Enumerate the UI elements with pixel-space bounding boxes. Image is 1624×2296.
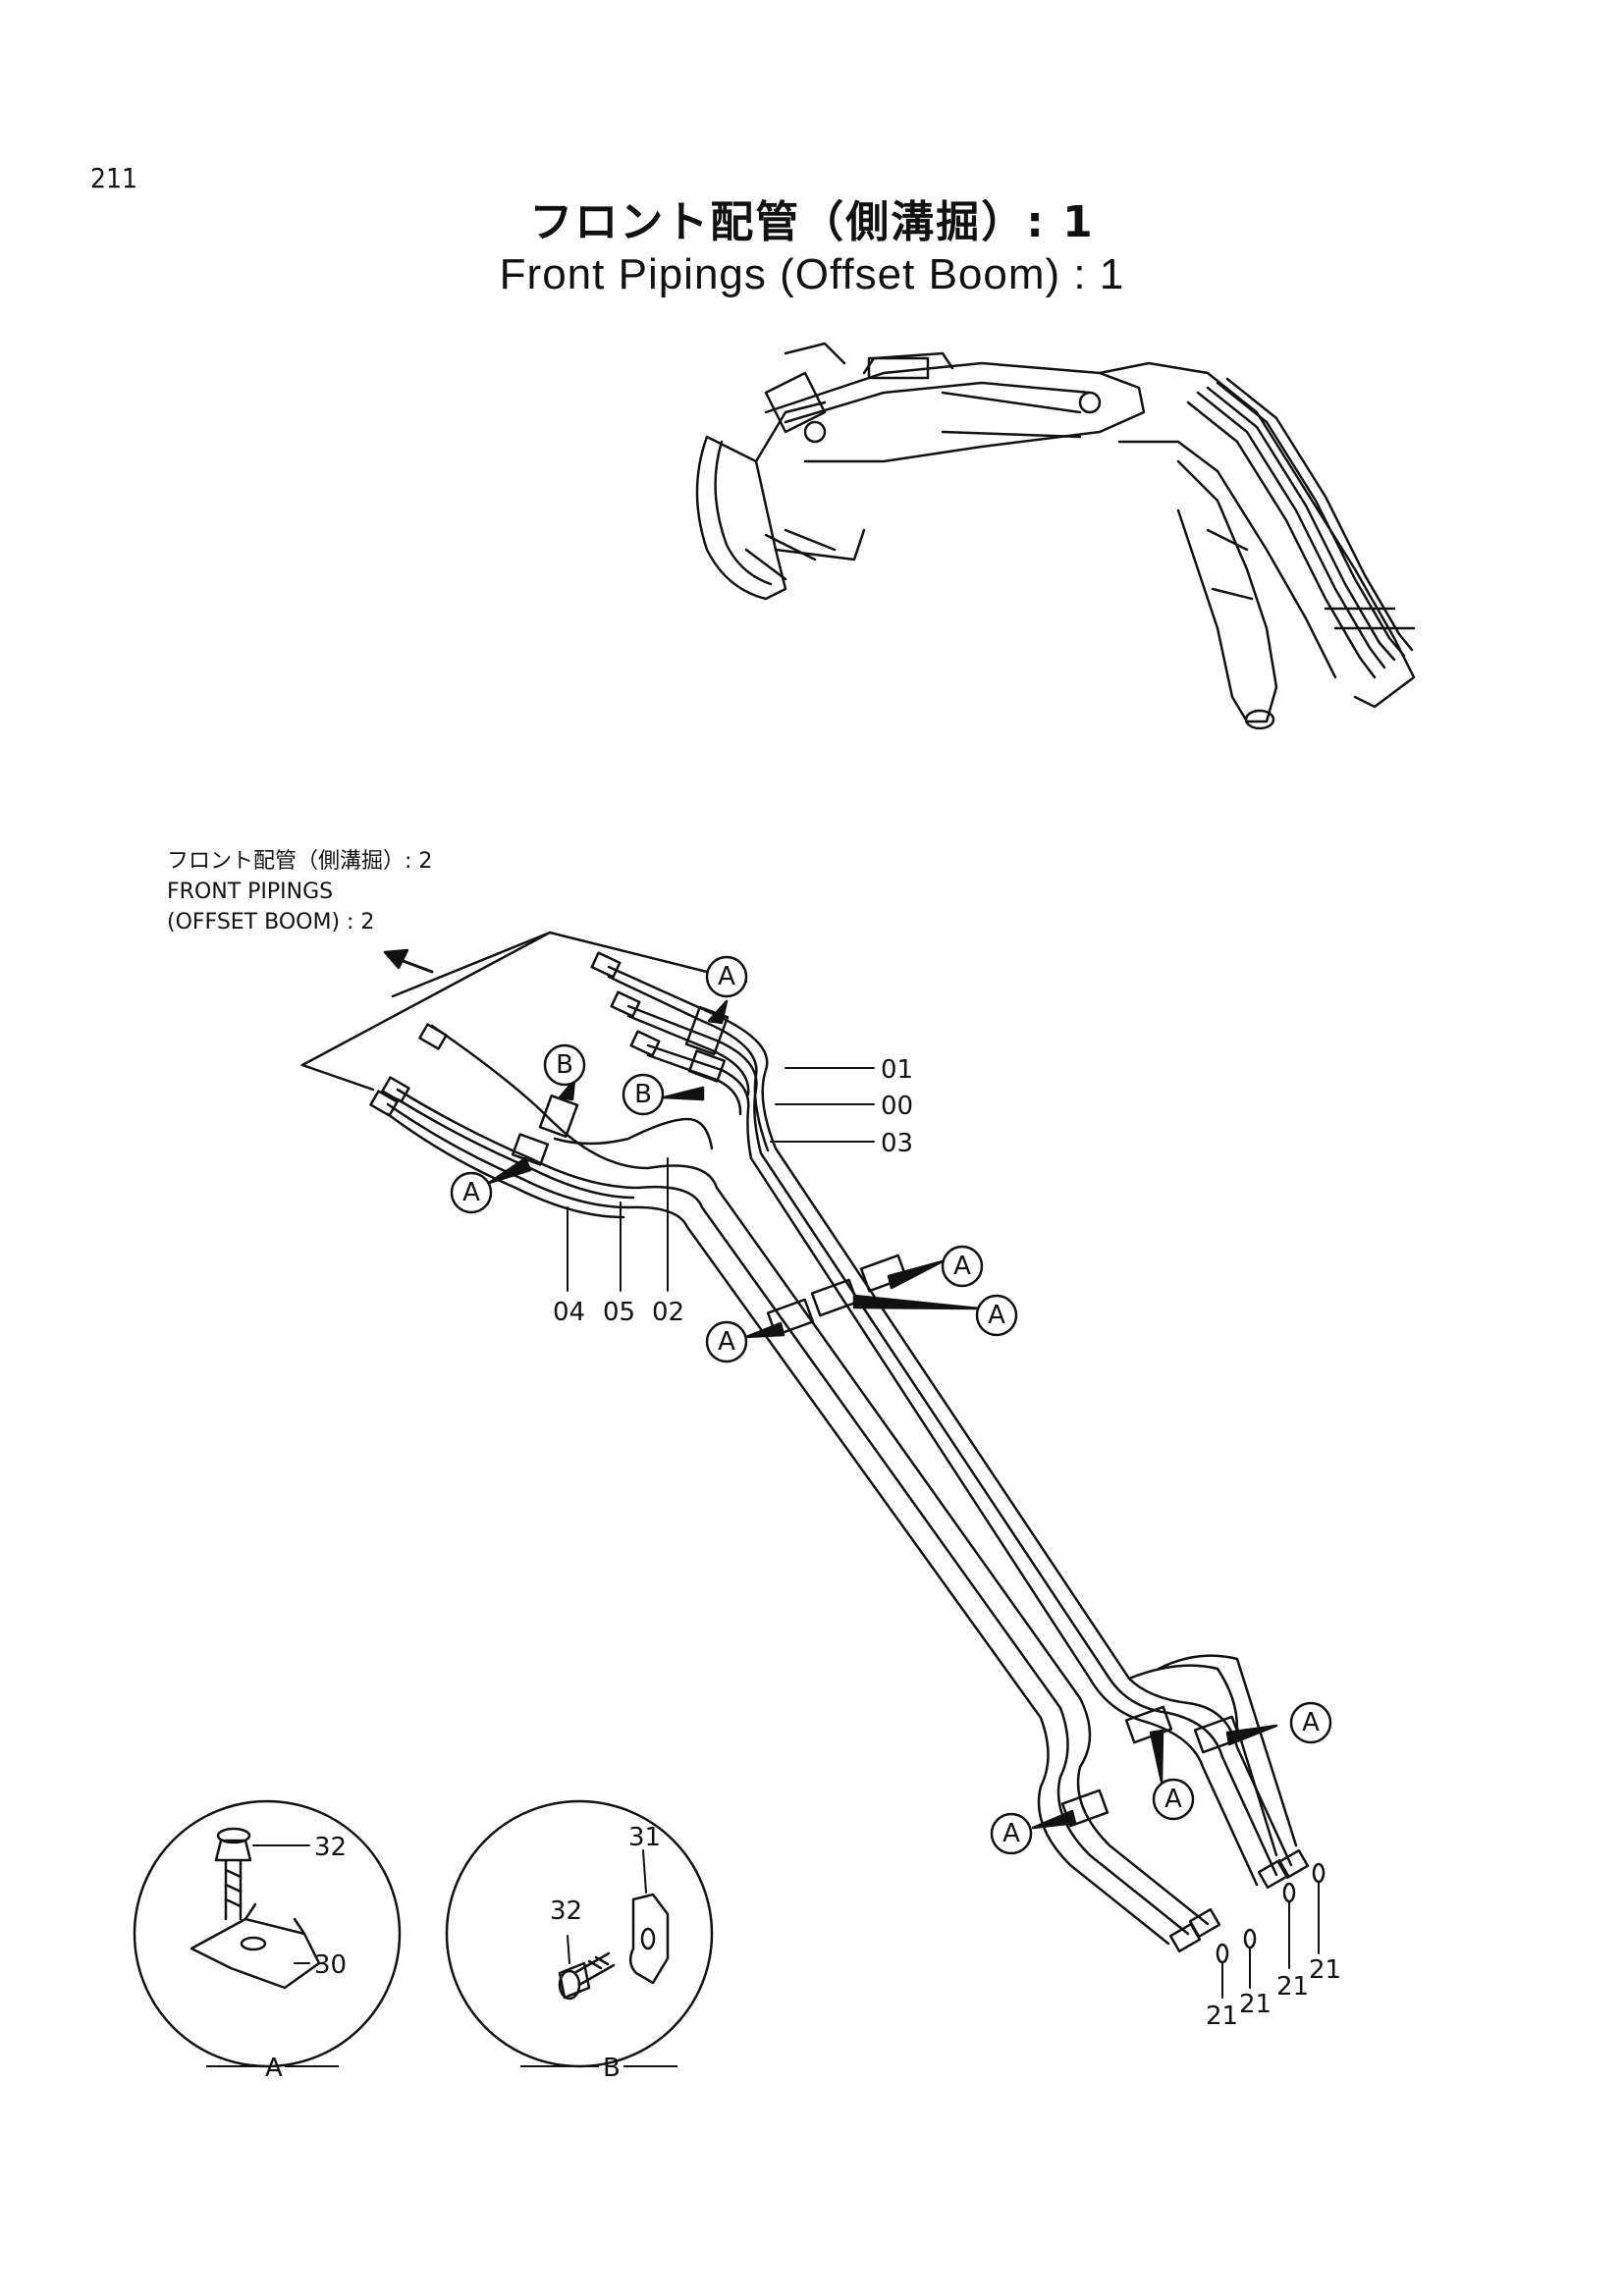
svg-text:A: A [718, 962, 735, 991]
svg-text:A: A [462, 1178, 480, 1207]
svg-text:B: B [556, 1050, 573, 1080]
detail-view-b [445, 1799, 714, 2068]
svg-text:B: B [603, 2054, 621, 2083]
svg-text:A: A [718, 1327, 735, 1357]
title-japanese: フロント配管（側溝掘）: 1 [529, 197, 1095, 247]
page-number: 211 [90, 162, 138, 194]
callout-a-top: A [705, 955, 748, 998]
part-label-32-a: 32 [314, 1833, 347, 1862]
part-label-21-b: 21 [1239, 1990, 1272, 2019]
part-label-05: 05 [603, 1298, 635, 1327]
part-label-30: 30 [314, 1950, 347, 1980]
part-label-02: 02 [652, 1298, 684, 1327]
excavator-front-illustration [695, 342, 1416, 730]
part-label-31: 31 [628, 1823, 661, 1852]
part-label-03: 03 [881, 1129, 913, 1158]
reference-line-jp: フロント配管（側溝掘）: 2 [167, 849, 433, 874]
reference-note: フロント配管（側溝掘）: 2 FRONT PIPINGS (OFFSET BOO… [167, 846, 432, 937]
callout-a-right-2: A [975, 1294, 1018, 1337]
callout-b-left: B [543, 1043, 586, 1087]
svg-text:A: A [1164, 1785, 1182, 1814]
svg-text:A: A [988, 1301, 1005, 1330]
callout-a-right-1: A [941, 1245, 984, 1288]
callout-pointers [487, 999, 1278, 1830]
part-label-00: 00 [881, 1092, 913, 1121]
part-label-21-c: 21 [1276, 1972, 1309, 2002]
title-english: Front Pipings (Offset Boom) : 1 [499, 250, 1125, 298]
svg-text:A: A [265, 2054, 283, 2083]
detail-view-a [133, 1799, 402, 2068]
callout-a-lower-right: A [1289, 1701, 1332, 1744]
callout-a-lower-mid: A [1152, 1778, 1195, 1821]
detail-label-a: A [206, 2054, 339, 2083]
svg-text:A: A [1302, 1708, 1320, 1737]
callout-b-mid: B [622, 1073, 665, 1116]
svg-text:A: A [953, 1252, 971, 1281]
part-label-32-b: 32 [550, 1896, 582, 1926]
callout-a-mid-left: A [705, 1320, 748, 1363]
piping-assembly [300, 931, 1310, 1953]
callout-a-left: A [450, 1171, 493, 1214]
callout-a-lower-left: A [990, 1812, 1033, 1855]
reference-line-en-2: (OFFSET BOOM) : 2 [167, 910, 375, 934]
o-ring-group [1216, 1862, 1326, 1964]
part-label-21-a: 21 [1206, 2002, 1238, 2031]
part-label-21-d: 21 [1309, 1955, 1341, 1985]
reference-line-en-1: FRONT PIPINGS [167, 880, 334, 904]
svg-text:B: B [634, 1080, 652, 1109]
part-label-04: 04 [553, 1298, 585, 1327]
detail-label-b: B [520, 2054, 677, 2083]
leader-lines [567, 1067, 1320, 1999]
svg-text:A: A [1002, 1819, 1020, 1848]
part-label-01: 01 [881, 1055, 913, 1085]
